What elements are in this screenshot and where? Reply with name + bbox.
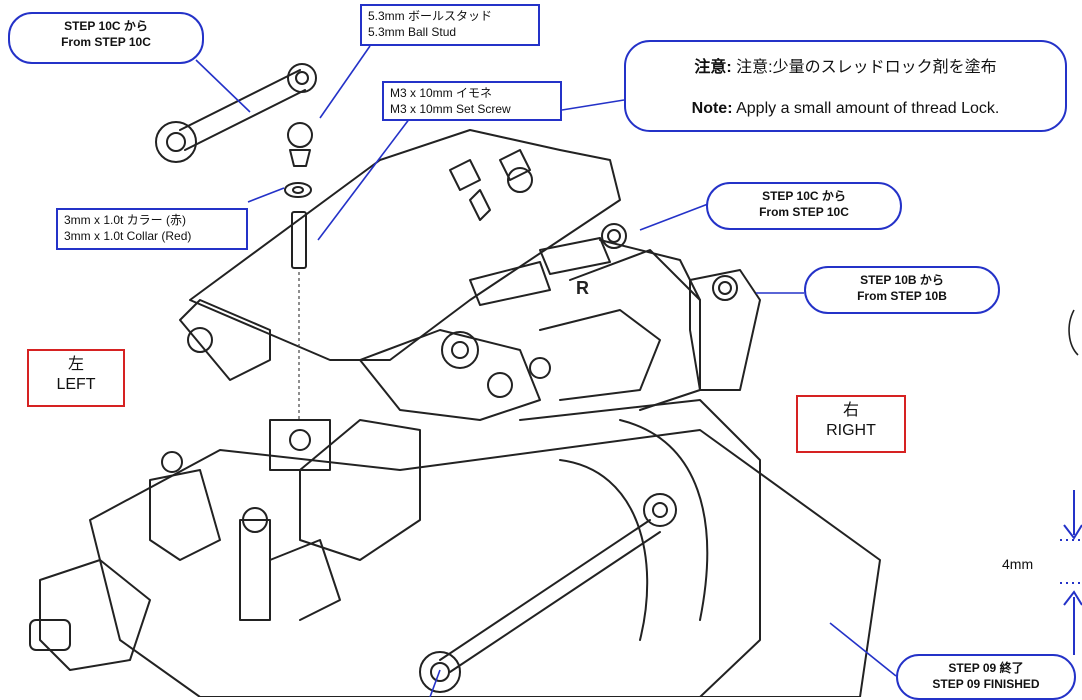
callout-jp: STEP 09 終了: [948, 661, 1024, 675]
callout-top-left-step-10c: STEP 10C から From STEP 10C: [8, 12, 204, 64]
shock-tower: [189, 129, 621, 361]
note-box: 注意: 注意:少量のスレッドロック剤を塗布 Note: Apply a smal…: [624, 40, 1067, 132]
callout-en: M3 x 10mm Set Screw: [390, 102, 511, 116]
callout-en: From STEP 10B: [857, 289, 947, 303]
note-en: Note: Apply a small amount of thread Loc…: [626, 100, 1065, 118]
side-label-left: 左 LEFT: [27, 349, 125, 407]
lower-turnbuckle: [439, 519, 651, 661]
note-jp-label: 注意:: [694, 59, 732, 76]
side-label-right: 右 RIGHT: [796, 395, 906, 453]
side-jp: 右: [842, 402, 859, 419]
note-en-text: Apply a small amount of thread Lock.: [736, 100, 1000, 117]
callout-jp: STEP 10C から: [762, 189, 846, 203]
callout-en: From STEP 10C: [61, 35, 151, 49]
callout-right-step-10b: STEP 10B から From STEP 10B: [804, 266, 1000, 314]
callout-en: From STEP 10C: [759, 205, 849, 219]
note-jp-text: 注意:少量のスレッドロック剤を塗布: [736, 59, 997, 76]
callout-step-09-finished: STEP 09 終了 STEP 09 FINISHED: [896, 654, 1076, 700]
chassis-plate: [89, 429, 881, 697]
callout-jp: M3 x 10mm イモネ: [390, 86, 493, 100]
note-en-label: Note:: [691, 100, 733, 117]
callout-jp: STEP 10B から: [860, 273, 944, 287]
callout-set-screw: M3 x 10mm イモネ M3 x 10mm Set Screw: [382, 81, 562, 121]
callout-jp: 3mm x 1.0t カラー (赤): [64, 213, 187, 227]
callout-jp: 5.3mm ボールスタッド: [368, 9, 493, 23]
side-en: RIGHT: [826, 422, 876, 439]
callout-right-step-10c: STEP 10C から From STEP 10C: [706, 182, 902, 230]
callout-en: STEP 09 FINISHED: [932, 677, 1040, 691]
note-jp: 注意: 注意:少量のスレッドロック剤を塗布: [626, 53, 1065, 77]
dimension-label: 4mm: [1002, 556, 1034, 572]
upper-turnbuckle: [179, 69, 301, 131]
side-en: LEFT: [56, 376, 96, 393]
callout-en: 3mm x 1.0t Collar (Red): [64, 229, 192, 243]
part-marking: R: [576, 278, 589, 298]
callout-ball-stud: 5.3mm ボールスタッド 5.3mm Ball Stud: [360, 4, 540, 46]
side-jp: 左: [67, 356, 84, 373]
callout-en: 5.3mm Ball Stud: [368, 25, 457, 39]
callout-jp: STEP 10C から: [64, 19, 148, 33]
callout-collar: 3mm x 1.0t カラー (赤) 3mm x 1.0t Collar (Re…: [56, 208, 248, 250]
